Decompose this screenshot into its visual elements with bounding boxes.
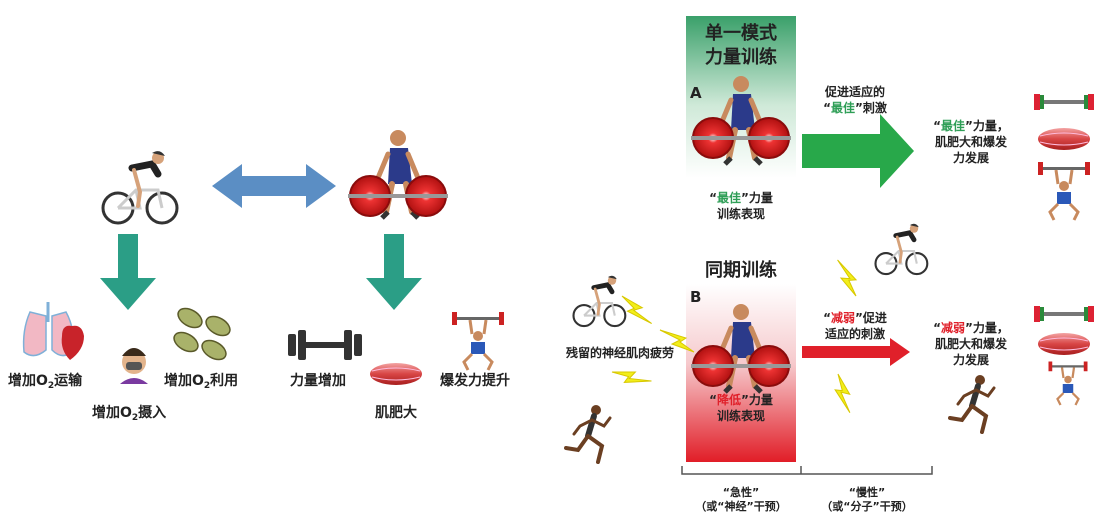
muscle-icon	[1037, 332, 1091, 356]
chronic-label: “慢性” （或“分子”干预）	[821, 486, 913, 513]
box-a-letter: A	[690, 84, 702, 102]
bottom-outcome-label: “减弱”力量， 肌肥大和爆发 力发展	[933, 321, 1009, 367]
runner-icon	[566, 405, 610, 462]
acute-label: “急性” （或“神经”干预）	[695, 486, 787, 513]
bottom-performance-label: “降低”力量 训练表现	[709, 393, 773, 423]
label-strength: 力量增加	[290, 373, 346, 389]
overhead-lift-icon	[1047, 360, 1089, 407]
overhead-lift-icon	[450, 310, 506, 372]
label-o2-use: 增加O2利用	[164, 373, 239, 391]
green-arrow	[802, 114, 914, 188]
weightlifter-icon	[347, 130, 449, 218]
lightning-icon	[611, 359, 652, 394]
label-power: 爆发力提升	[440, 373, 510, 389]
barbell-icon	[1034, 306, 1094, 322]
barbell-icon	[1034, 94, 1094, 110]
fatigue-label: 残留的神经肌肉疲劳	[566, 346, 675, 360]
runner-icon	[950, 375, 994, 432]
overhead-lift-icon	[1036, 160, 1092, 222]
timeline-bracket	[681, 466, 933, 475]
label-o2-uptake: 增加O2摄入	[92, 405, 167, 423]
top-stimulus-label: 促进适应的 “最佳”刺激	[823, 85, 887, 115]
red-arrow	[802, 338, 910, 366]
mitochondria-icon	[173, 307, 231, 361]
lightning-icon	[823, 373, 865, 414]
down-arrow-left	[100, 234, 156, 310]
down-arrow-right	[366, 234, 422, 310]
label-o2-transport: 增加O2运输	[8, 373, 83, 391]
lightning-icon	[826, 259, 868, 297]
muscle-icon	[1037, 127, 1091, 151]
dumbbell-icon	[288, 330, 362, 360]
box-a-title: 单一模式 力量训练	[705, 23, 777, 68]
muscle-icon	[369, 362, 423, 386]
mask-face-icon	[120, 348, 148, 384]
box-b-letter: B	[690, 288, 702, 306]
double-arrow	[212, 164, 336, 208]
top-performance-label: “最佳”力量 训练表现	[709, 191, 773, 221]
box-b-title: 同期训练	[705, 260, 777, 281]
cyclist-icon	[876, 224, 928, 274]
bottom-stimulus-label: “减弱”促进 适应的刺激	[823, 311, 887, 341]
lungs-heart-icon	[22, 302, 84, 360]
cyclist-icon	[574, 276, 626, 326]
label-hypertrophy: 肌肥大	[375, 405, 417, 421]
cyclist-icon	[103, 151, 177, 223]
top-outcome-label: “最佳”力量， 肌肥大和爆发 力发展	[933, 119, 1009, 165]
